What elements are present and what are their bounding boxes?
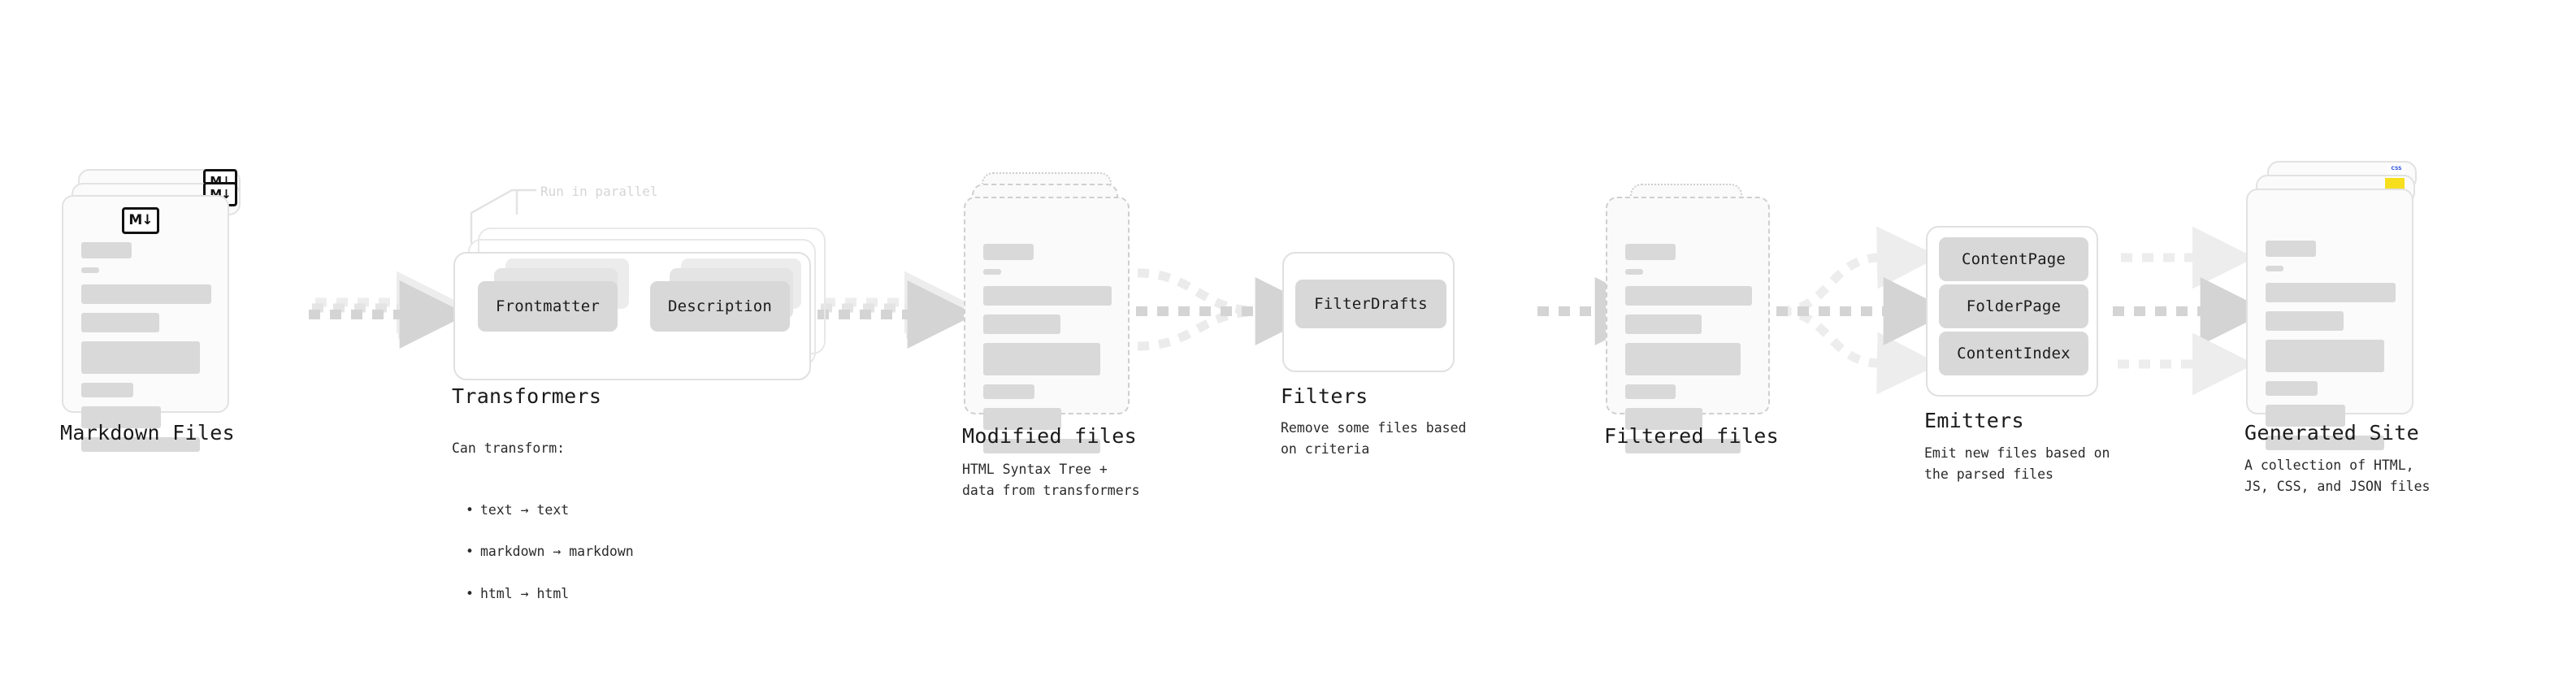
stage-title-filters: Filters bbox=[1281, 384, 1368, 408]
js-icon bbox=[2385, 178, 2405, 189]
stage-title-modified-files: Modified files bbox=[962, 424, 1137, 448]
transformer-bullet-html: html → html bbox=[466, 583, 634, 605]
markdown-doc-lines bbox=[81, 242, 211, 461]
filtered-card-front bbox=[1606, 197, 1770, 453]
transformers-bullets: text → text markdown → markdown html → h… bbox=[452, 479, 634, 625]
site-card-html bbox=[2246, 189, 2413, 450]
generated-site-desc: A collection of HTML, JS, CSS, and JSON … bbox=[2244, 458, 2431, 494]
markdown-card-front bbox=[62, 195, 229, 452]
chip-contentpage[interactable]: ContentPage bbox=[1939, 237, 2088, 281]
transformer-bullet-markdown: markdown → markdown bbox=[466, 541, 634, 562]
chip-contentindex[interactable]: ContentIndex bbox=[1939, 332, 2088, 375]
transformers-desc-lead: Can transform: bbox=[452, 440, 566, 456]
transformers-desc: Can transform: text → text markdown → ma… bbox=[452, 417, 634, 645]
chip-filterdrafts[interactable]: FilterDrafts bbox=[1295, 280, 1446, 328]
site-doc-lines bbox=[2266, 241, 2396, 459]
modified-doc-lines bbox=[983, 244, 1112, 462]
stage-title-filtered-files: Filtered files bbox=[1604, 424, 1779, 448]
modified-files-desc: HTML Syntax Tree + data from transformer… bbox=[962, 462, 1140, 498]
chip-description[interactable]: Description bbox=[650, 281, 790, 332]
filters-desc: Remove some files based on criteria bbox=[1281, 420, 1467, 457]
arrow-filtered-to-emitters bbox=[1776, 226, 1952, 395]
stage-title-generated-site: Generated Site bbox=[2244, 421, 2419, 445]
transformer-bullet-text: text → text bbox=[466, 500, 634, 521]
emitters-desc: Emit new files based on the parsed files bbox=[1924, 445, 2110, 482]
arrow-transformers-to-modified bbox=[817, 271, 976, 349]
stage-title-transformers: Transformers bbox=[452, 384, 602, 408]
run-in-parallel-label: Run in parallel bbox=[540, 184, 658, 199]
filtered-doc-lines bbox=[1625, 244, 1752, 462]
stage-title-emitters: Emitters bbox=[1924, 409, 2024, 432]
chip-folderpage[interactable]: FolderPage bbox=[1939, 284, 2088, 328]
markdown-icon: M↓ bbox=[122, 207, 159, 234]
chip-frontmatter[interactable]: Frontmatter bbox=[478, 281, 618, 332]
modified-card-front bbox=[964, 197, 1130, 453]
arrow-modified-to-filters bbox=[1136, 268, 1324, 351]
arrow-emitters-to-site bbox=[2113, 226, 2269, 396]
stage-title-markdown-files: Markdown Files bbox=[60, 421, 235, 445]
arrow-markdown-to-transformers bbox=[309, 271, 468, 349]
